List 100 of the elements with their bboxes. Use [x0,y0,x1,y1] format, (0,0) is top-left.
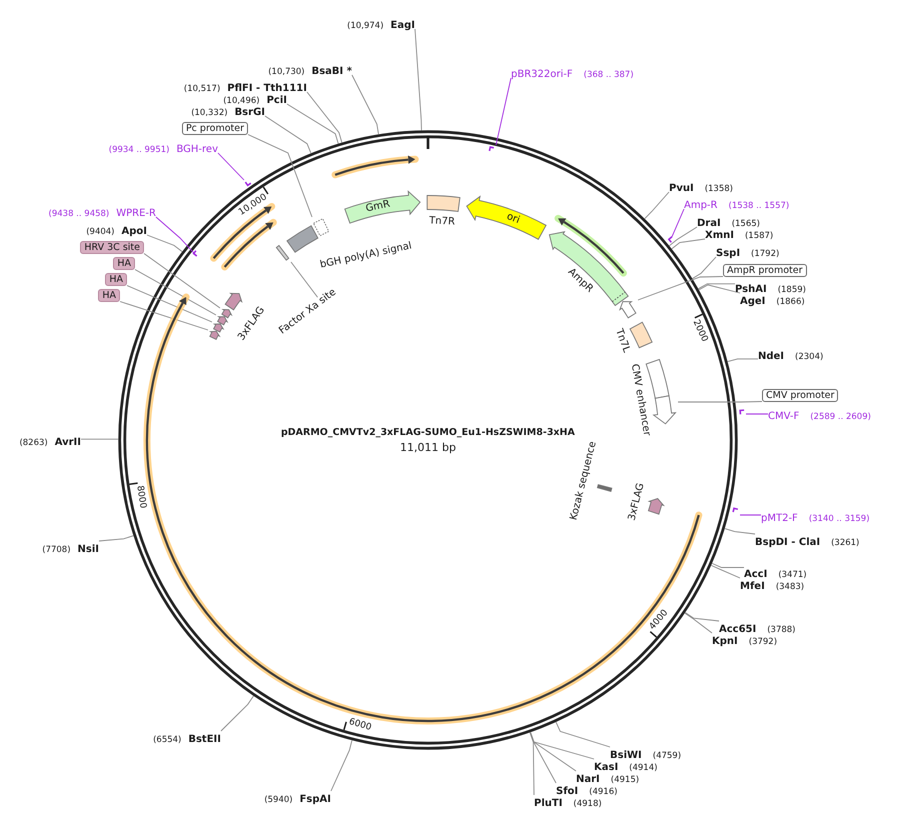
feature-label: 3xFLAG [626,482,648,522]
primer-name: pBR322ori-F [511,69,573,81]
enzyme-name: PshAI [735,284,767,296]
leader-line [530,732,594,760]
primer-name: CMV-F [768,411,800,423]
leader-line [529,732,534,796]
primer-name: WPRE-R [116,208,156,220]
enzyme-name: PvuI [669,183,694,195]
cut-position: (3788) [767,624,796,636]
enzyme-name: PciI [266,95,287,107]
enzyme-name: SfoI [556,786,578,798]
plasmid-name: pDARMO_CMVTv2_3xFLAG-SUMO_Eu1-HsZSWIM8-3xHA [281,427,575,439]
scale-label: 6000 [348,717,373,734]
leader-line [496,78,512,146]
leader-line [286,104,339,144]
leader-line [98,535,134,542]
cut-position: (1358) [704,183,733,195]
leader-line [144,253,220,308]
cut-position: (3471) [778,569,807,581]
feature-tag: Pc promoter [182,122,248,134]
cut-position: (3261) [831,537,860,549]
feature-label: CMV enhancer [628,363,652,437]
enzyme-name: BsiWI [610,750,642,762]
feature-tag: AmpR promoter [723,264,806,276]
primer-name: BGH-rev [176,144,218,156]
enzyme-name: KpnI [712,636,738,648]
enzyme-name: BspDI - ClaI [755,537,820,549]
leader-line [671,238,706,250]
cut-position: (10,974) [347,20,384,32]
primer-name: Amp-R [684,200,718,212]
leader-line [556,722,610,748]
cut-position: (1792) [751,248,780,260]
enzyme-name: SspI [716,248,740,260]
primer-range: (1538 .. 1557) [728,200,790,212]
enzyme-name: EagI [390,20,415,32]
leader-line [692,256,716,280]
cut-position: (10,496) [223,95,260,107]
feature-label: Tn7L [612,328,632,354]
leader-line [120,301,208,330]
cut-position: (10,332) [191,107,228,119]
cut-position: (7708) [42,544,71,556]
enzyme-name: AgeI [740,296,766,308]
cut-position: (3483) [776,581,804,593]
enzyme-name: ApoI [122,226,147,238]
feature-tag: HA [113,256,135,270]
scale-label: 8000 [134,485,148,510]
leader-line [724,528,756,534]
leader-line [146,234,183,252]
leader-line [671,208,684,238]
leader-line [220,695,254,732]
leader-line [126,285,212,322]
enzyme-name: AccI [744,569,768,581]
cut-position: (3792) [748,636,778,648]
primer-range: (3140 .. 3159) [808,513,870,525]
feature-tag: HA [98,288,120,302]
leader-line [414,28,422,131]
feature-name: ori [504,210,522,227]
enzyme-name: BstEII [188,734,221,746]
feature-label: Kozak sequence [568,440,600,522]
leader-line [684,612,712,634]
primer-range: (368 .. 387) [584,69,634,81]
enzyme-name: FspAI [300,794,331,806]
leader-line [306,92,342,143]
leader-line [530,732,556,784]
cut-position: (2304) [795,351,824,363]
primer-range: (9438 .. 9458) [48,208,110,220]
leader-line [134,269,216,316]
cut-position: (4918) [573,798,602,810]
enzyme-name: DraI [697,218,721,230]
cut-position: (10,517) [184,83,220,95]
leader-line [710,564,740,578]
leader-line [740,514,762,516]
cut-position: (4759) [652,750,682,762]
cut-position: (4915) [610,774,640,786]
leader-line [712,562,744,568]
leader-line [727,358,758,362]
leader-line [678,401,762,402]
enzyme-name: KasI [594,762,618,774]
leader-line [264,116,312,154]
leader-line [248,134,312,218]
leader-line [330,740,352,792]
feature-tag: CMV promoter [762,388,838,402]
enzyme-name: BsaBI * [312,66,352,78]
leader-line [352,74,379,135]
cut-position: (5940) [264,794,293,806]
enzyme-name: NsiI [78,544,99,556]
leader-line [530,732,576,772]
cut-position: (1565) [732,218,760,230]
cut-position: (9404) [86,226,114,238]
cut-position: (4916) [589,786,618,798]
enzyme-name: NarI [576,774,600,786]
enzyme-name: XmnI [705,230,734,242]
enzyme-name: PluTI [534,798,562,810]
cut-position: (4914) [629,762,658,774]
feature-tag: HA [105,272,127,286]
primer-range: (2589 .. 2609) [810,411,871,423]
feature-label: bGH poly(A) signal [319,240,413,272]
leader-line [668,226,698,246]
primer-name: pMT2-F [761,513,798,525]
primer-range: (9934 .. 9951) [108,144,170,156]
